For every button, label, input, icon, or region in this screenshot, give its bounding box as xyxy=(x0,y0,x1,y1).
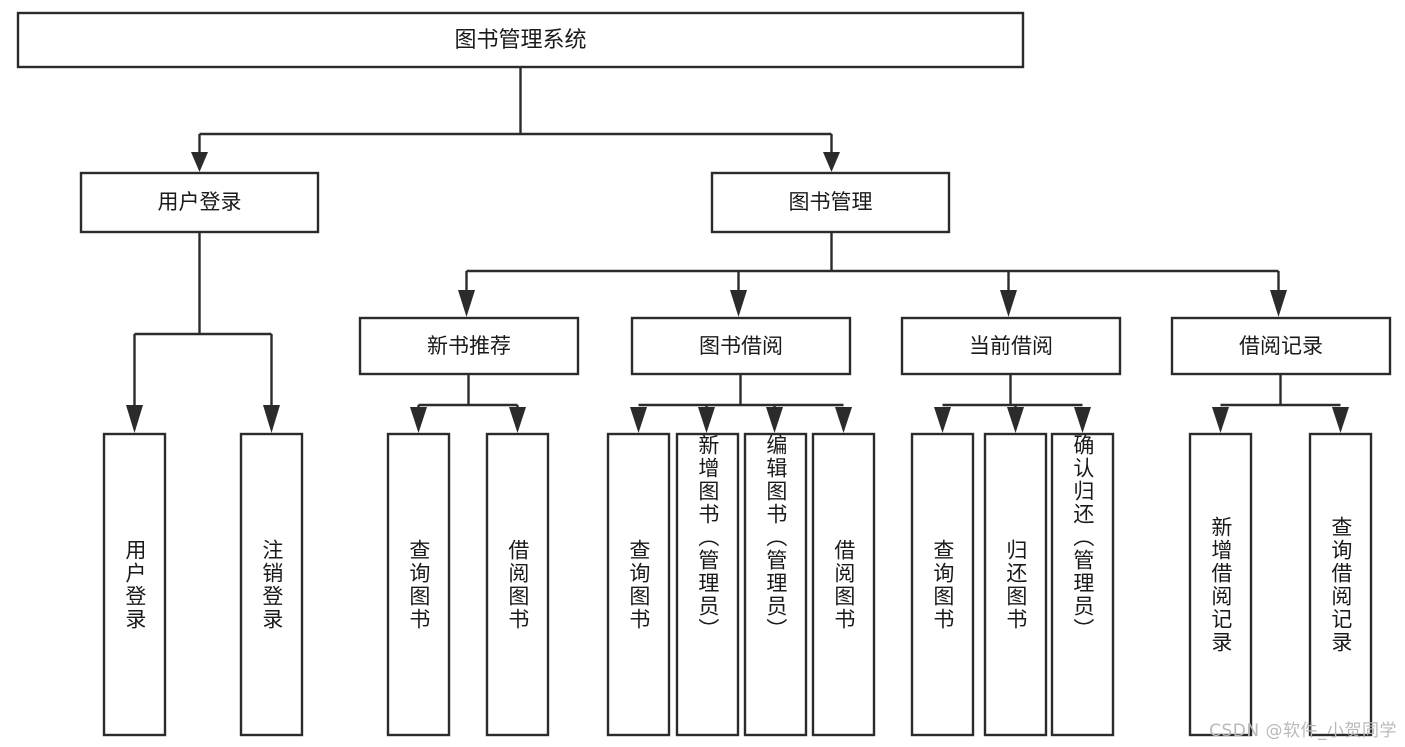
arrow-to-borrow-record xyxy=(1270,290,1287,317)
node-borrow-record-label: 借阅记录 xyxy=(1239,334,1323,358)
arrow-leaf-edit-book-admin xyxy=(766,407,783,433)
node-book-borrow[interactable]: 图书借阅 xyxy=(630,316,852,376)
arrow-to-user-login xyxy=(191,152,208,172)
leaf-query-book-1-box[interactable] xyxy=(386,432,451,737)
node-user-login-box[interactable] xyxy=(79,171,320,234)
arrow-leaf-query-book-3 xyxy=(934,407,951,433)
node-borrow-record-box[interactable] xyxy=(1170,316,1392,376)
arrow-leaf-query-book-1 xyxy=(410,407,427,433)
node-new-book-recommend-label: 新书推荐 xyxy=(427,334,511,358)
node-current-borrow-label: 当前借阅 xyxy=(969,334,1053,358)
csdn-watermark: CSDN @软件_小贺同学 xyxy=(1209,721,1397,741)
node-borrow-record[interactable]: 借阅记录 xyxy=(1170,316,1392,376)
node-book-manage-label: 图书管理 xyxy=(789,190,873,214)
arrow-leaf-borrow-book-1 xyxy=(509,407,526,433)
arrow-to-new-book-recommend xyxy=(458,290,475,317)
leaf-query-book-3-box[interactable] xyxy=(910,432,975,737)
leaf-borrow-book-2-box[interactable] xyxy=(811,432,876,737)
arrow-leaf-return-book xyxy=(1007,407,1024,433)
node-new-book-recommend[interactable]: 新书推荐 xyxy=(358,316,580,376)
arrow-leaf-query-book-2 xyxy=(630,407,647,433)
arrow-to-current-borrow xyxy=(1000,290,1017,317)
connector-group-root xyxy=(191,67,840,172)
leaf-box-group xyxy=(102,432,1373,737)
arrow-to-book-borrow xyxy=(730,290,747,317)
arrow-leaf-confirm-return xyxy=(1074,407,1091,433)
arrow-leaf-logout-login xyxy=(263,405,280,433)
node-user-login-label: 用户登录 xyxy=(158,190,242,214)
leaf-logout-login-box[interactable] xyxy=(239,432,304,737)
leaf-edit-book-admin-box[interactable] xyxy=(743,432,808,737)
arrow-leaf-add-book-admin xyxy=(698,407,715,433)
root-node[interactable]: 图书管理系统 xyxy=(16,11,1025,69)
arrow-leaf-query-borrow-record xyxy=(1332,407,1349,433)
leaf-query-book-2-box[interactable] xyxy=(606,432,671,737)
node-book-borrow-box[interactable] xyxy=(630,316,852,376)
connector-group-book-borrow xyxy=(630,374,852,433)
leaf-add-borrow-record-box[interactable] xyxy=(1188,432,1253,737)
leaf-return-book-box[interactable] xyxy=(983,432,1048,737)
leaf-add-book-admin-box[interactable] xyxy=(675,432,740,737)
node-new-book-recommend-box[interactable] xyxy=(358,316,580,376)
arrow-leaf-add-borrow-record xyxy=(1212,407,1229,433)
arrow-leaf-borrow-book-2 xyxy=(835,407,852,433)
connector-group-new-book-recommend xyxy=(410,374,526,433)
node-book-manage-box[interactable] xyxy=(710,171,951,234)
leaf-confirm-return-box[interactable] xyxy=(1050,432,1115,737)
node-user-login[interactable]: 用户登录 xyxy=(79,171,320,234)
node-book-manage[interactable]: 图书管理 xyxy=(710,171,951,234)
root-node-label: 图书管理系统 xyxy=(454,28,586,53)
connector-group-user-login xyxy=(126,232,280,433)
arrow-to-book-manage xyxy=(823,152,840,172)
arrow-leaf-user-login xyxy=(126,405,143,433)
node-book-borrow-label: 图书借阅 xyxy=(699,334,783,358)
node-current-borrow-box[interactable] xyxy=(900,316,1122,376)
connector-group-book-manage xyxy=(458,232,1287,317)
leaf-query-borrow-record-box[interactable] xyxy=(1308,432,1373,737)
root-node-box[interactable] xyxy=(16,11,1025,69)
node-current-borrow[interactable]: 当前借阅 xyxy=(900,316,1122,376)
connector-group-borrow-record xyxy=(1212,374,1349,433)
leaf-user-login-box[interactable] xyxy=(102,432,167,737)
leaf-borrow-book-1-box[interactable] xyxy=(485,432,550,737)
connector-group-current-borrow xyxy=(934,374,1091,433)
